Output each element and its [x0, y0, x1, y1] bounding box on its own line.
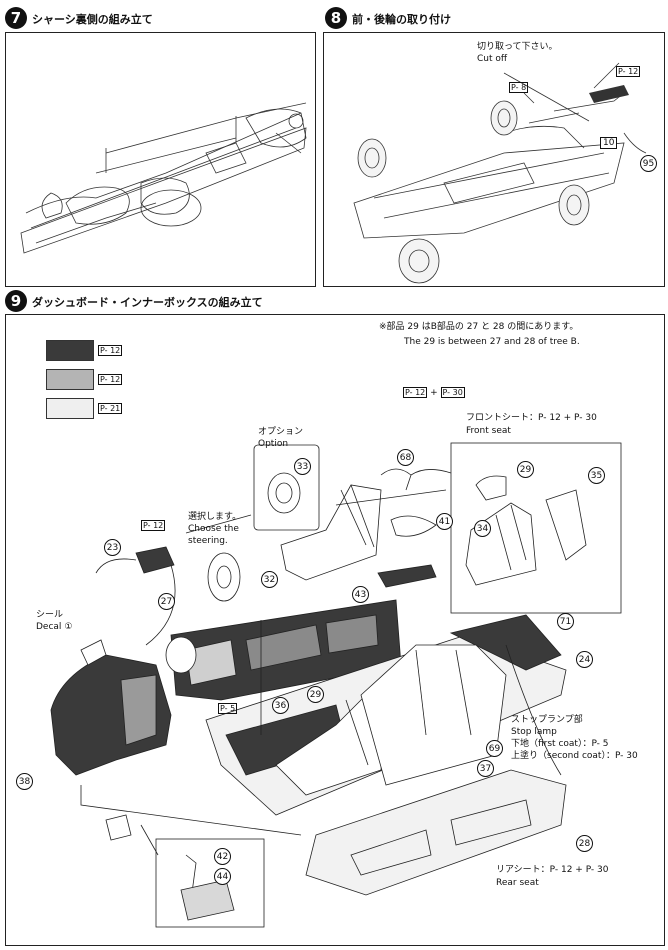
select-en-1: Choose the: [188, 524, 239, 534]
part-23-callout: 23: [104, 539, 121, 556]
decal-jp: シール: [36, 610, 64, 620]
part-35-callout: 35: [588, 467, 605, 484]
stop-lamp-second: 上塗り（second coat）：P- 30: [511, 751, 638, 761]
step-7-panel: [5, 32, 316, 287]
part-71-callout: 71: [557, 613, 574, 630]
rear-seat-en: Rear seat: [496, 878, 539, 888]
legend-swatch-dark: [46, 340, 94, 361]
option-en: Option: [258, 439, 289, 449]
part-28-callout: 28: [576, 835, 593, 852]
stop-lamp-jp: ストップランプ部: [511, 715, 583, 725]
part-29-callout-a: 29: [517, 461, 534, 478]
part-36-callout: 36: [272, 697, 289, 714]
stop-lamp-en: Stop lamp: [511, 727, 557, 737]
step-8-panel: 切り取って下さい。 Cut off P- 12 P- 8 10 95: [323, 32, 665, 287]
step-8-title: 前・後輪の取り付け: [352, 13, 451, 26]
part-37-callout: 37: [477, 760, 494, 777]
dashboard-interior-drawing: [50, 442, 622, 928]
part-34-callout: 34: [474, 520, 491, 537]
cut-off-jp: 切り取って下さい。: [477, 42, 558, 52]
chassis-underside-drawing: [20, 102, 307, 254]
note-29-jp: ※部品 29 はB部品の 27 と 28 の間にあります。: [379, 322, 579, 332]
wheels-assembly-drawing: [353, 62, 647, 284]
part-95-callout: 95: [640, 155, 657, 172]
legend-swatch-gray: [46, 369, 94, 390]
rear-seat-jp: リアシート：P- 12 + P- 30: [496, 865, 609, 875]
part-32-callout: 32: [261, 571, 278, 588]
paint-5-label: P- 5: [218, 703, 238, 714]
step-9-panel: ※部品 29 はB部品の 27 と 28 の間にあります。 The 29 is …: [5, 314, 665, 946]
step-7-title: シャーシ裏側の組み立て: [32, 13, 153, 26]
select-jp: 選択します。: [188, 512, 242, 522]
step-9-badge: 9: [5, 290, 27, 312]
part-27-callout: 27: [158, 593, 175, 610]
select-en-2: steering.: [188, 536, 228, 546]
part-29-callout-b: 29: [307, 686, 324, 703]
part-68-callout: 68: [397, 449, 414, 466]
part-69-callout: 69: [486, 740, 503, 757]
part-41-callout: 41: [436, 513, 453, 530]
legend-swatch-light: [46, 398, 94, 419]
legend-label-gray: P- 12: [98, 374, 123, 385]
step-7-badge: 7: [5, 7, 27, 29]
front-seat-en: Front seat: [466, 426, 511, 436]
part-43-callout: 43: [352, 586, 369, 603]
front-seat-jp: フロントシート：P- 12 + P- 30: [466, 413, 597, 423]
part-44-callout: 44: [214, 868, 231, 885]
paint-23-label: P- 12: [141, 520, 166, 531]
legend-label-dark: P- 12: [98, 345, 123, 356]
step-8-badge: 8: [325, 7, 347, 29]
cut-off-en: Cut off: [477, 54, 508, 64]
part-42-callout: 42: [214, 848, 231, 865]
stop-lamp-first: 下地（first coat）：P- 5: [511, 739, 609, 749]
option-jp: オプション: [258, 427, 304, 437]
decal-en: Decal ①: [36, 622, 73, 632]
paint-p8-step8: P- 8: [509, 82, 529, 93]
note-29-en: The 29 is between 27 and 28 of tree B.: [404, 337, 580, 347]
legend-label-light: P- 21: [98, 403, 123, 414]
part-38-callout: 38: [16, 773, 33, 790]
part-10-box: 10: [600, 137, 618, 149]
part-33-callout: 33: [294, 458, 311, 475]
part-24-callout: 24: [576, 651, 593, 668]
paint-top-label: P- 12 + P- 30: [403, 387, 465, 398]
step-9-title: ダッシュボード・インナーボックスの組み立て: [32, 296, 263, 309]
paint-p12-step8: P- 12: [616, 66, 641, 77]
